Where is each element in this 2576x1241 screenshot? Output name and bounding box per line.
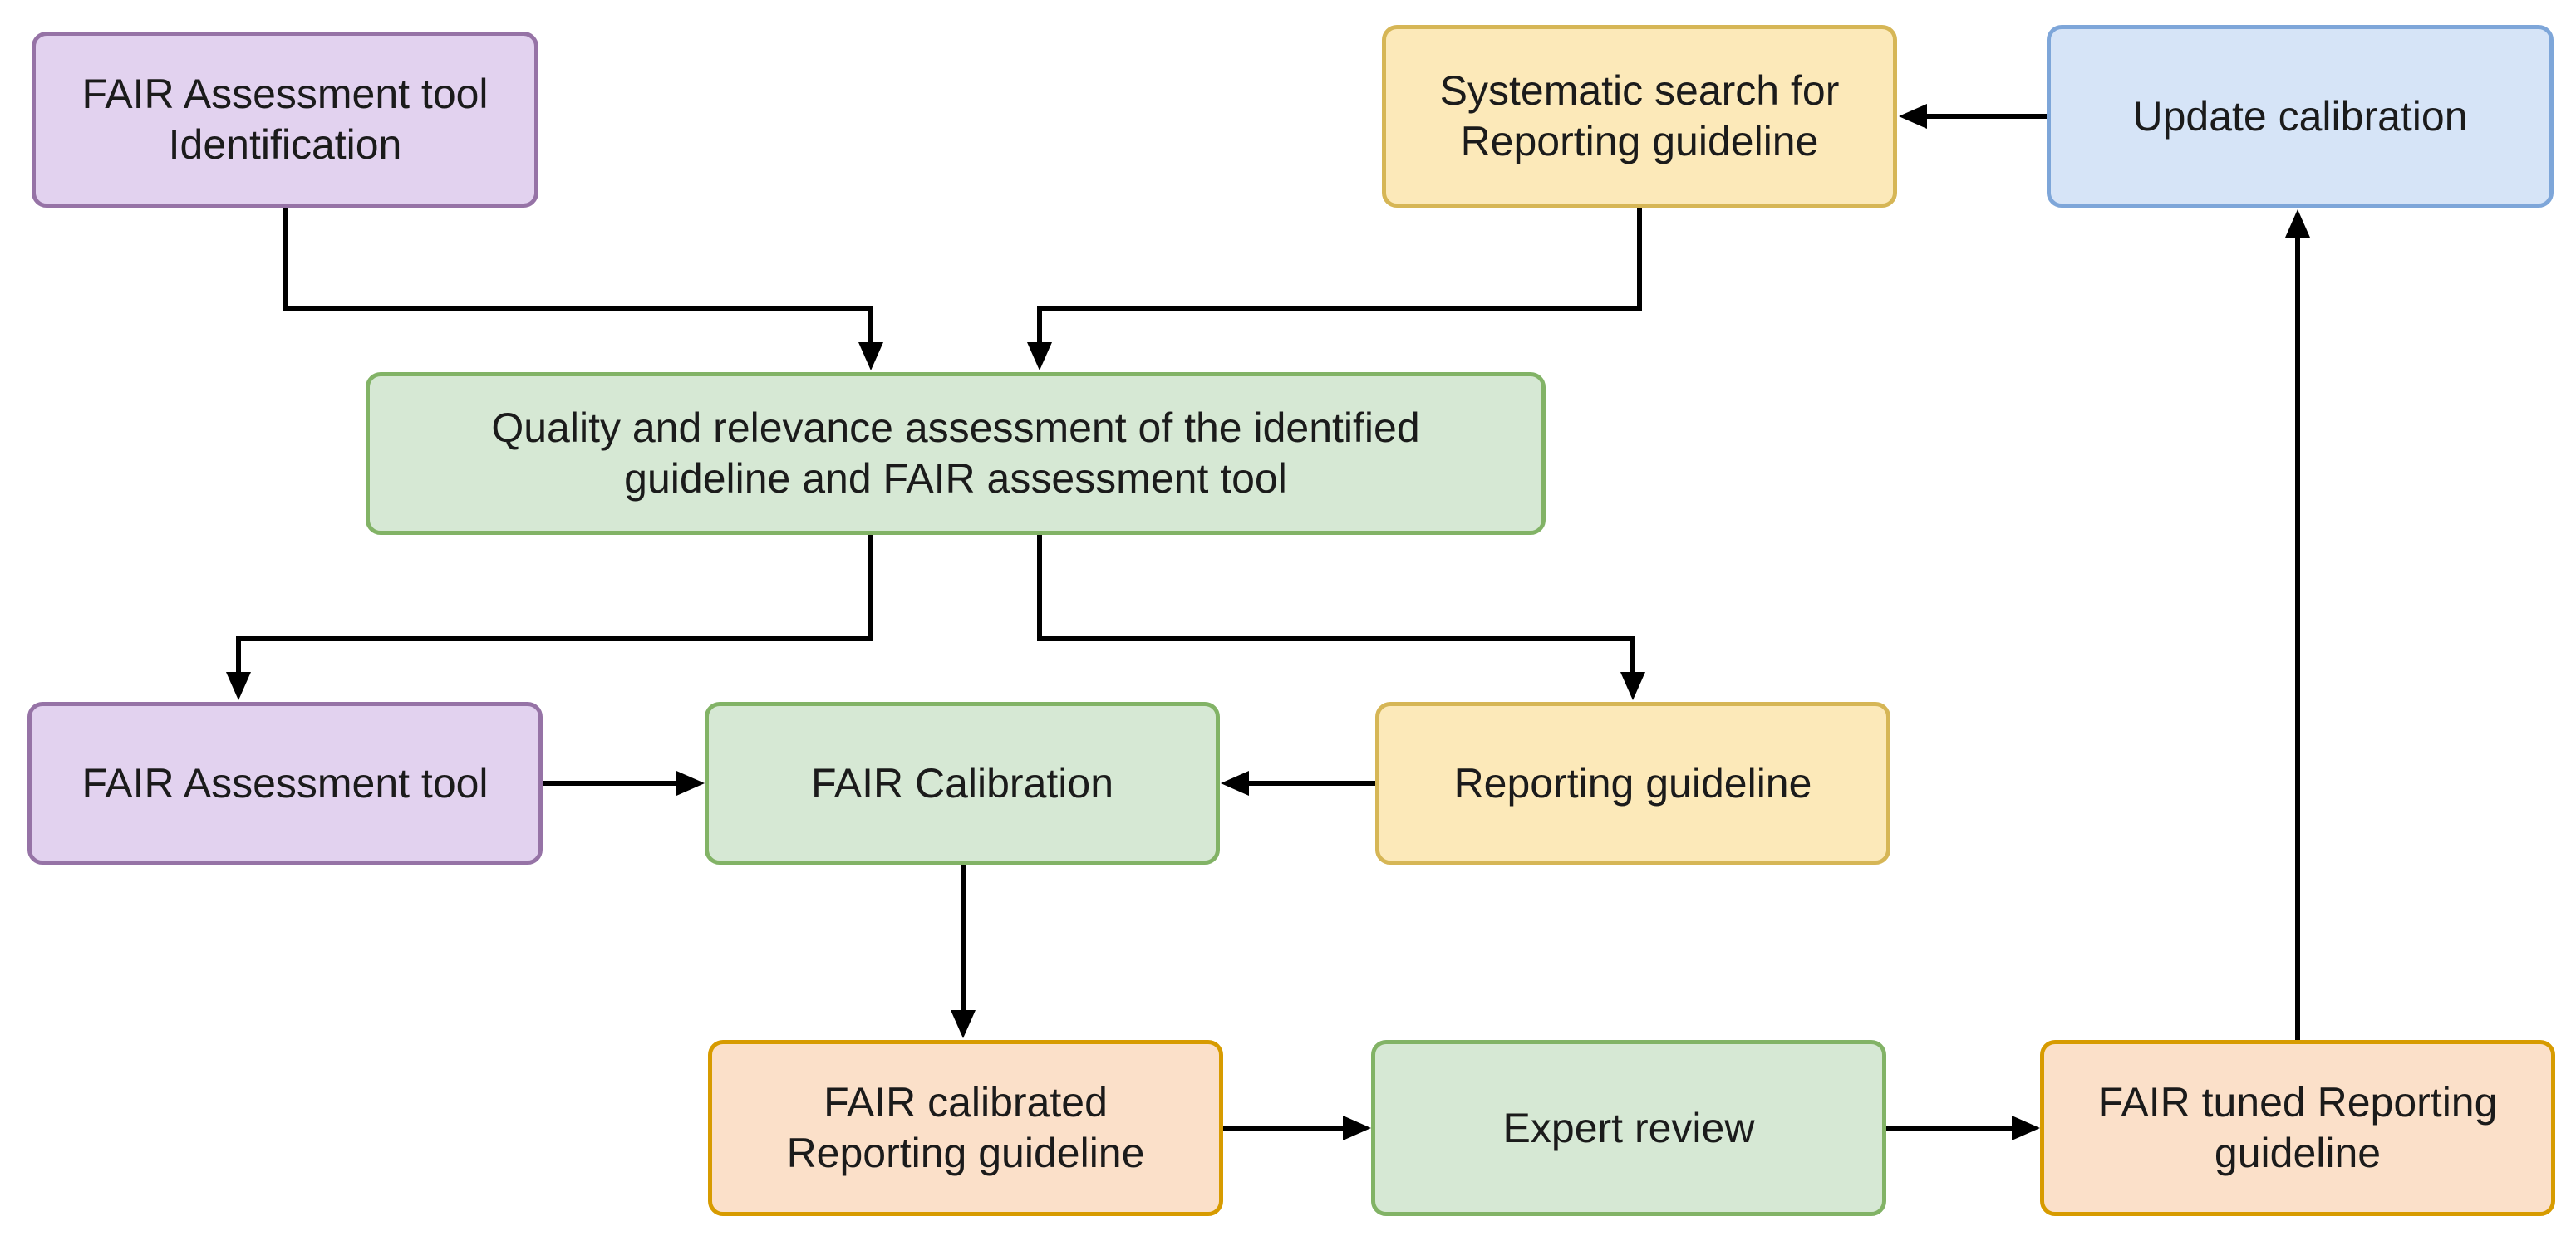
node-systematic-search-for-reporting-guideline[interactable]: Systematic search for Reporting guidelin…	[1382, 25, 1897, 208]
edge-systematic-search-to-assessment-arrowhead	[1027, 342, 1052, 370]
node-quality-and-relevance-assessment[interactable]: Quality and relevance assessment of the …	[366, 372, 1546, 535]
node-reporting-guideline[interactable]: Reporting guideline	[1375, 702, 1890, 865]
node-label: Reporting guideline	[1453, 759, 1812, 807]
edge-tool-identification-to-assessment-arrowhead	[858, 342, 883, 370]
edge-systematic-search-to-assessment	[1037, 208, 1642, 357]
edge-assessment-to-fair-assessment-tool	[236, 535, 873, 687]
edge-assessment-to-reporting-guideline-arrowhead	[1620, 672, 1645, 700]
edge-fair-assessment-tool-to-fair-calibration-arrowhead	[676, 771, 705, 796]
node-label: FAIR calibrated Reporting guideline	[786, 1079, 1145, 1176]
node-label: Expert review	[1502, 1104, 1755, 1151]
node-fair-calibrated-reporting-guideline[interactable]: FAIR calibrated Reporting guideline	[708, 1040, 1223, 1216]
node-label: Systematic search for Reporting guidelin…	[1439, 67, 1840, 164]
edge-expert-review-to-fair-tuned-guideline-arrowhead	[2012, 1116, 2040, 1140]
edge-fair-calibration-to-fair-calibrated-guideline-arrowhead	[951, 1010, 976, 1038]
node-update-calibration[interactable]: Update calibration	[2047, 25, 2554, 208]
edge-reporting-guideline-to-fair-calibration-arrowhead	[1221, 771, 1249, 796]
edge-fair-tuned-guideline-to-update-calibration-arrowhead	[2285, 209, 2310, 238]
edge-assessment-to-fair-assessment-tool-arrowhead	[226, 672, 251, 700]
node-label: FAIR tuned Reporting guideline	[2097, 1079, 2498, 1176]
node-fair-assessment-tool[interactable]: FAIR Assessment tool	[27, 702, 543, 865]
node-expert-review[interactable]: Expert review	[1371, 1040, 1886, 1216]
node-label: Update calibration	[2132, 92, 2468, 140]
node-fair-calibration[interactable]: FAIR Calibration	[705, 702, 1220, 865]
edge-tool-identification-to-assessment	[283, 208, 873, 357]
node-fair-assessment-tool-identification[interactable]: FAIR Assessment tool Identification	[32, 32, 538, 208]
node-fair-tuned-reporting-guideline[interactable]: FAIR tuned Reporting guideline	[2040, 1040, 2555, 1216]
node-label: FAIR Assessment tool	[81, 759, 489, 807]
node-label: Quality and relevance assessment of the …	[491, 405, 1420, 502]
node-label: FAIR Calibration	[810, 759, 1114, 807]
edge-assessment-to-reporting-guideline	[1037, 535, 1635, 687]
edge-fair-calibrated-guideline-to-expert-review-arrowhead	[1343, 1116, 1371, 1140]
node-label: FAIR Assessment tool Identification	[81, 71, 489, 168]
edge-update-calibration-to-systematic-search-arrowhead	[1899, 104, 1927, 129]
